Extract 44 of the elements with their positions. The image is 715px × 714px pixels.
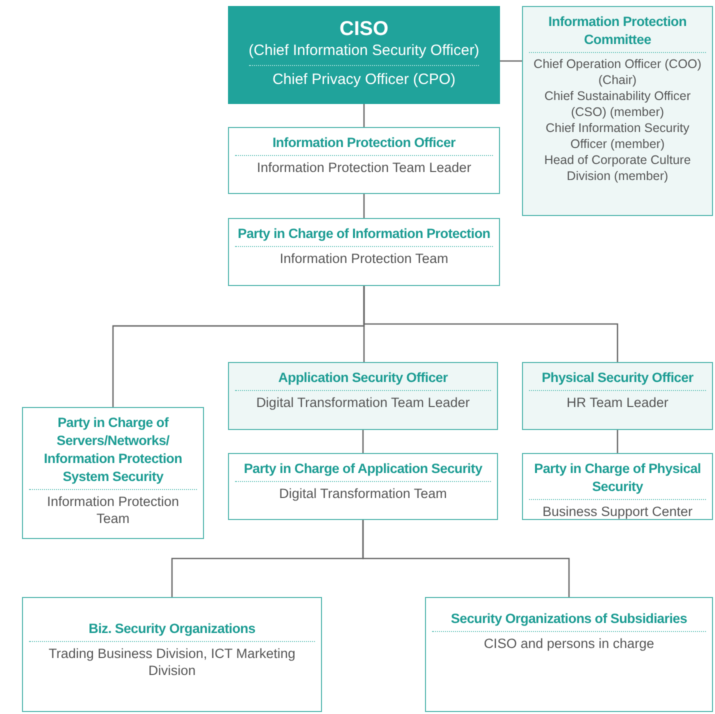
body-text: CISO and persons in charge — [484, 635, 654, 652]
connector-line — [362, 520, 570, 597]
body-text: Information Protection Team — [280, 250, 448, 267]
officer-box — [522, 362, 713, 430]
org-box — [522, 453, 713, 520]
body-text: Digital Transformation Team Leader — [256, 394, 470, 411]
heading-text: Party in Charge of Servers/Networks/ Information Protection System Security — [29, 414, 197, 490]
connector-line — [363, 104, 365, 127]
body-text: Information Protection Team — [46, 493, 180, 527]
heading-text: Party in Charge of Application Security — [235, 460, 491, 482]
title-text: CISO — [340, 17, 388, 41]
org-box — [228, 453, 498, 520]
body-text: HR Team Leader — [566, 394, 668, 411]
heading-text: Physical Security Officer — [529, 369, 706, 391]
org-box — [228, 127, 500, 194]
member-text: Chief Information Security Officer (member) — [544, 120, 690, 152]
body-text: Trading Business Division, ICT Marketing Division — [48, 645, 296, 679]
title-box — [228, 6, 500, 104]
org-box — [22, 407, 204, 539]
body-text: Information Protection Team Leader — [256, 159, 472, 176]
org-box — [22, 597, 322, 712]
officer-box — [228, 362, 498, 430]
org-box — [228, 218, 500, 286]
connector-line — [500, 60, 522, 62]
connector-line — [616, 430, 618, 453]
connector-line — [362, 430, 364, 453]
heading-text: Information Protection Officer — [235, 134, 493, 156]
member-text: Chief Operation Officer (COO)(Chair) — [532, 56, 702, 88]
heading-text: Application Security Officer — [235, 369, 491, 391]
heading-text: Information Protection Committee — [529, 13, 706, 53]
body-text: Business Support Center — [542, 503, 693, 520]
connector-line — [363, 194, 365, 218]
connector-line — [363, 286, 618, 362]
member-text: Head of Corporate Culture Division (member) — [543, 152, 692, 184]
heading-text: Party in Charge of Physical Security — [529, 460, 706, 500]
heading-text: Biz. Security Organizations — [29, 620, 315, 642]
heading-text: Security Organizations of Subsidiaries — [432, 610, 706, 632]
role-text: Chief Privacy Officer (CPO) — [272, 70, 456, 90]
officer-box — [522, 6, 713, 216]
body-text: Digital Transformation Team — [279, 485, 447, 502]
org-box — [425, 597, 713, 712]
role-text: (Chief Information Security Officer) — [248, 41, 480, 66]
member-text: Chief Sustainability Officer (CSO) (member) — [543, 88, 692, 120]
heading-text: Party in Charge of Information Protection — [235, 225, 493, 247]
